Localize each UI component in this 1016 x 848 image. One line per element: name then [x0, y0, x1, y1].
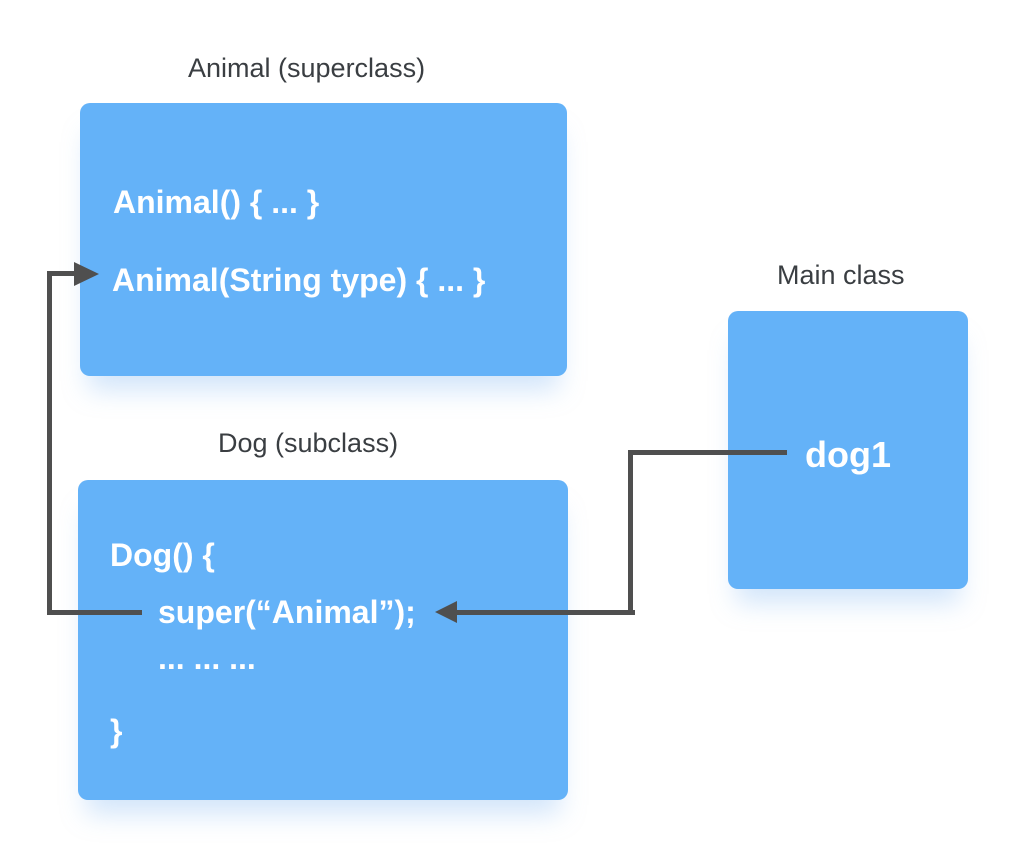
dog-subclass-title: Dog (subclass) [218, 428, 399, 458]
connector-dog1-to-super-horizontal-bottom [457, 610, 635, 615]
connector-super-to-animal-horizontal-bottom [47, 610, 142, 615]
connector-super-to-animal-horizontal-top [47, 271, 77, 276]
dog-subclass-box: Dog() { super(“Animal”); ... ... ... } [78, 480, 568, 800]
animal-superclass-title: Animal (superclass) [188, 53, 426, 83]
connector-dog1-to-super-horizontal-top [628, 450, 787, 455]
connector-dog1-to-super-vertical [628, 450, 633, 615]
arrowhead-right-icon [74, 262, 99, 286]
animal-noarg-constructor-line: Animal() { ... } [113, 184, 320, 220]
main-class-title: Main class [777, 260, 905, 290]
dog1-variable-label: dog1 [805, 434, 891, 475]
animal-superclass-box: Animal() { ... } Animal(String type) { .… [80, 103, 567, 376]
closing-brace-line: } [110, 713, 123, 749]
dog-constructor-open-line: Dog() { [110, 537, 215, 573]
super-call-line: super(“Animal”); [158, 594, 416, 630]
connector-super-to-animal-vertical [47, 271, 52, 615]
arrowhead-left-icon [435, 601, 457, 623]
ellipsis-body-line: ... ... ... [158, 640, 256, 676]
animal-string-constructor-line: Animal(String type) { ... } [112, 262, 486, 298]
